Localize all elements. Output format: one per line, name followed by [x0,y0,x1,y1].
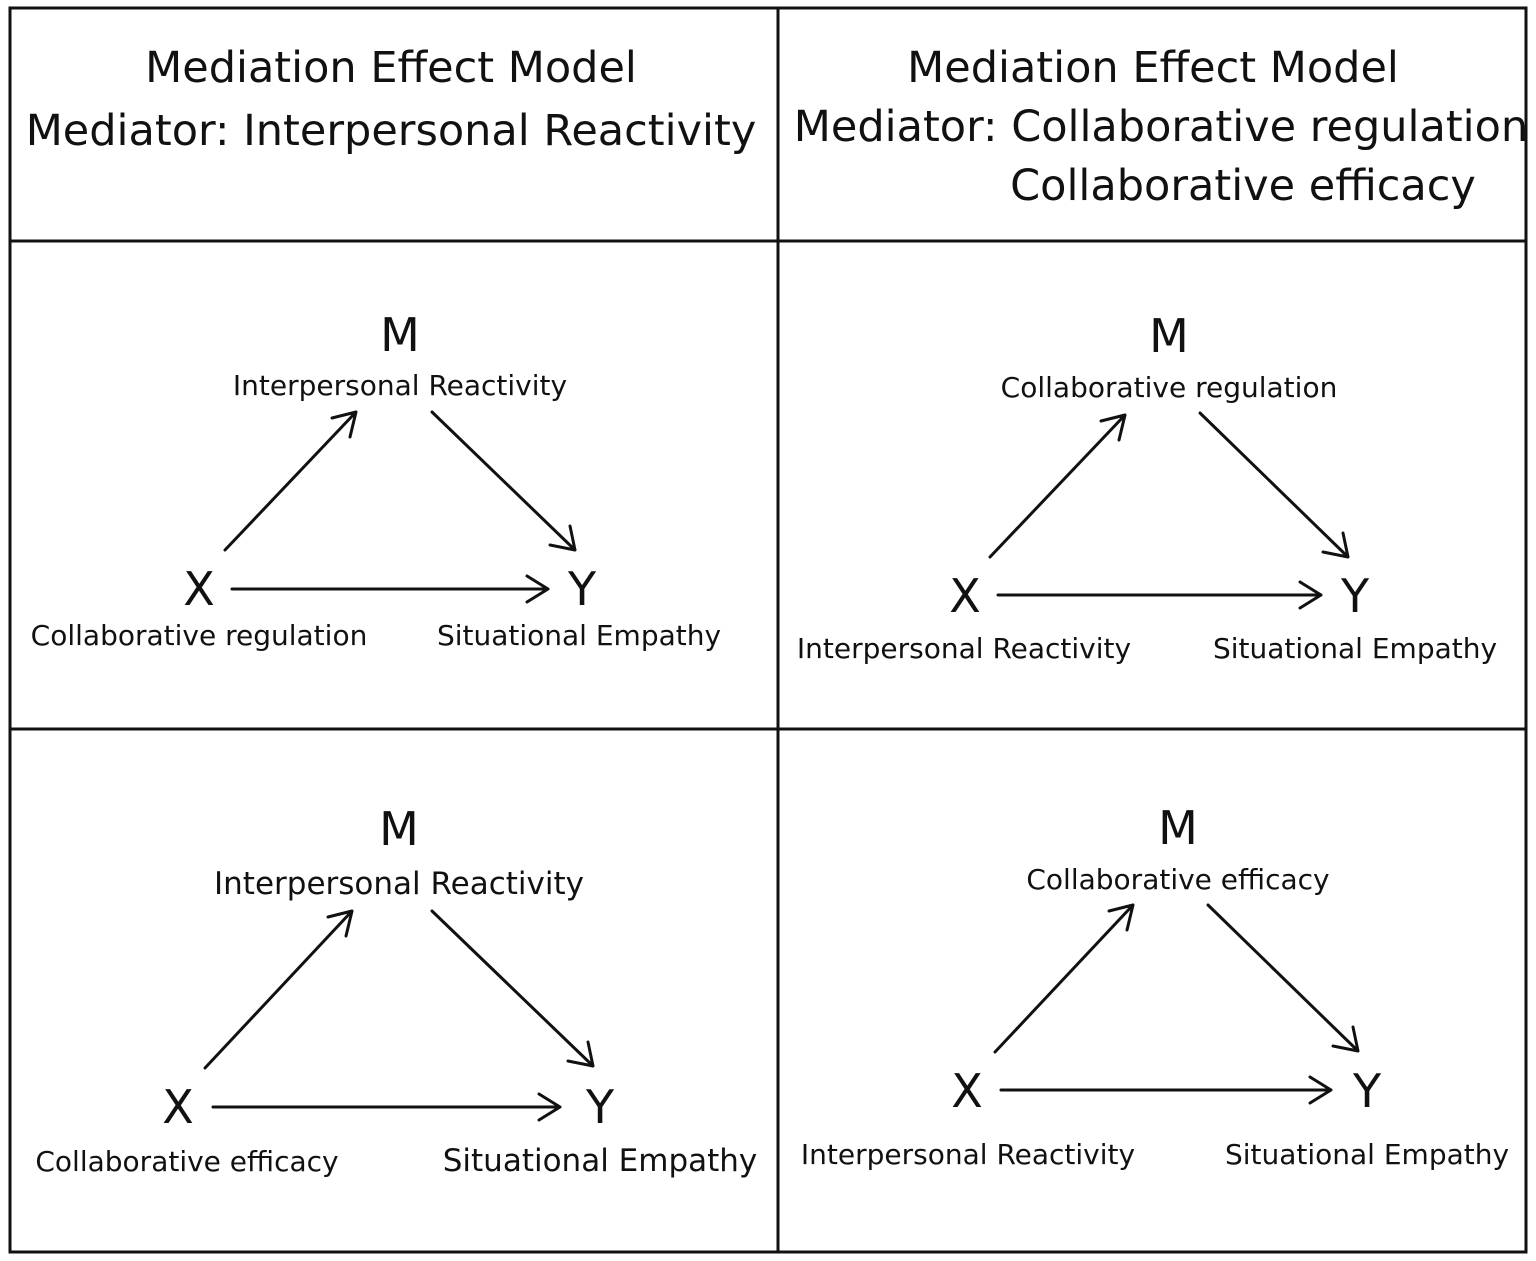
node-m-letter: M [379,802,419,856]
arrow-m-to-y [430,410,577,552]
arrow-x-to-y [211,1092,562,1122]
node-y-label: Situational Empathy [436,619,722,652]
node-x-label: Collaborative regulation [30,619,368,652]
arrow-x-to-m [223,410,358,552]
node-y-label: Situational Empathy [442,1143,758,1179]
model-1-arrows [223,410,577,604]
arrow-x-to-y [999,1075,1333,1105]
model-3-arrows [203,909,595,1122]
node-y-label: Situational Empathy [1212,632,1498,665]
node-y-letter: Y [1340,569,1370,623]
node-x-label: Collaborative efficacy [35,1145,339,1178]
node-y-letter: Y [585,1080,615,1134]
arrow-x-to-m [988,413,1127,559]
model-4-arrows [993,903,1360,1105]
node-x-letter: X [951,1064,983,1118]
node-y-letter: Y [1352,1064,1382,1118]
arrow-m-to-y [1198,411,1350,559]
node-m-letter: M [1149,309,1189,363]
node-m-letter: M [380,308,420,362]
arrow-x-to-m [203,909,354,1070]
arrow-m-to-y [430,909,595,1068]
arrow-x-to-y [230,574,550,604]
arrow-m-to-y [1206,903,1360,1053]
node-x-label: Interpersonal Reactivity [796,632,1132,665]
node-m-label: Interpersonal Reactivity [232,369,568,402]
table-border [8,6,1528,1254]
node-x-label: Interpersonal Reactivity [800,1138,1136,1171]
node-y-letter: Y [567,562,597,616]
node-m-label: Collaborative regulation [1000,371,1338,404]
header-right-title: Mediation Effect Model [907,43,1399,93]
arrow-x-to-y [996,580,1323,610]
node-x-letter: X [949,569,981,623]
header-right-mediator-2: Collaborative efficacy [1010,161,1476,211]
node-x-letter: X [162,1080,194,1134]
model-2-arrows [988,411,1350,610]
node-y-label: Situational Empathy [1224,1138,1510,1171]
node-m-label: Interpersonal Reactivity [214,866,584,902]
header-left-title: Mediation Effect Model [145,43,637,93]
node-x-letter: X [183,562,215,616]
node-m-letter: M [1158,801,1198,855]
arrow-x-to-m [993,903,1135,1054]
header-left-mediator: Mediator: Interpersonal Reactivity [25,106,757,156]
node-m-label: Collaborative efficacy [1026,863,1330,896]
header-right-mediator: Mediator: Collaborative regulation [793,102,1529,152]
